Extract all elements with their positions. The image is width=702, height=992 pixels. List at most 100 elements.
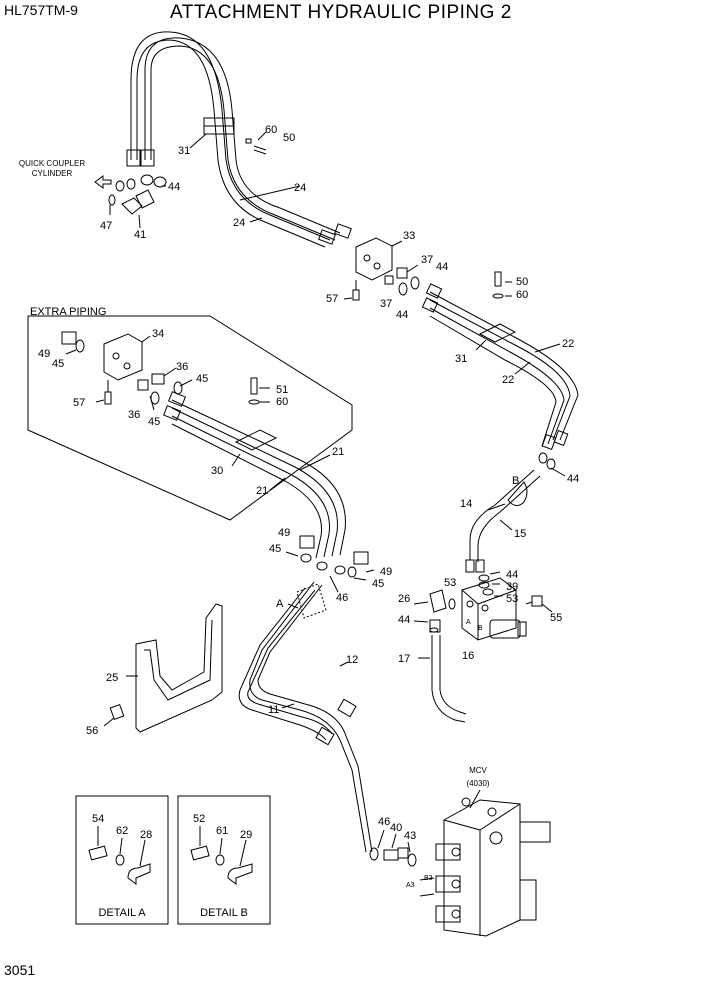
part-label-49-right: 49: [380, 566, 392, 578]
pipe-11-12-assembly: [238, 581, 373, 853]
fittings-mcv: [369, 829, 417, 867]
leader-21-upper: [299, 454, 331, 471]
part-label-44-mid: 44: [396, 309, 408, 321]
part-label-22-upper: 22: [562, 338, 574, 350]
leader-24-lower: [249, 217, 263, 223]
part-label-33: 33: [403, 230, 415, 242]
part-label-40: 40: [390, 822, 402, 834]
part-label-54: 54: [92, 813, 104, 825]
part-label-61: 61: [216, 825, 228, 837]
part-label-24-lower: 24: [233, 217, 245, 229]
part-label-57-left: 57: [73, 397, 85, 409]
part-label-26: 26: [398, 593, 410, 605]
quick-coupler-label-line-2: CYLINDER: [32, 169, 73, 178]
part-label-15: 15: [514, 528, 526, 540]
detail-b-box: [177, 795, 271, 925]
leader-22-upper: [534, 343, 561, 353]
model-number: HL757TM-9: [4, 2, 78, 18]
part-label-49-mid: 49: [278, 527, 290, 539]
part-label-52: 52: [193, 813, 205, 825]
part-label-50-top: 50: [283, 132, 295, 144]
page-number: 3051: [4, 962, 36, 978]
hose-17: [418, 635, 467, 723]
part-label-44-valve-1: 44: [506, 569, 518, 581]
part-label-21-lower: 21: [256, 485, 268, 497]
page-title: ATTACHMENT HYDRAULIC PIPING 2: [170, 2, 512, 23]
part-label-41: 41: [134, 229, 146, 241]
part-label-30: 30: [211, 465, 223, 477]
extra-piping-boundary: [27, 315, 353, 521]
part-label-34: 34: [152, 328, 164, 340]
cover-plate-25: [103, 603, 223, 733]
part-label-14: 14: [460, 498, 472, 510]
orings-44-right: [538, 452, 566, 477]
part-label-56: 56: [86, 725, 98, 737]
arrow-to-coupler-icon: [94, 175, 112, 189]
part-label-45-left: 45: [52, 358, 64, 370]
part-label-55: 55: [550, 612, 562, 624]
part-label-37-upper: 37: [421, 254, 433, 266]
part-label-45-lower: 45: [148, 416, 160, 428]
part-label-60-mid: 60: [276, 396, 288, 408]
fittings-mid: [285, 535, 375, 593]
part-label-12: 12: [346, 654, 358, 666]
part-label-16: 16: [462, 650, 474, 662]
leader-12: [339, 661, 349, 667]
detail-a-box: [75, 795, 169, 925]
leader-31-top: [189, 133, 207, 149]
port-a3-label: A3: [406, 882, 415, 889]
detail-b-label: DETAIL B: [200, 907, 248, 919]
part-label-37-lower: 37: [380, 298, 392, 310]
callout-b-label: B: [512, 475, 519, 487]
part-label-31-top: 31: [178, 145, 190, 157]
part-label-46-lower: 46: [378, 816, 390, 828]
callout-a-label: A: [276, 598, 284, 610]
part-label-49-left: 49: [38, 348, 50, 360]
mcv-label-line-1: MCV: [469, 766, 487, 775]
leader-21-lower: [269, 477, 286, 491]
part-label-39: 39: [506, 581, 518, 593]
valve-16: [413, 571, 553, 641]
hose-22-assembly: [421, 283, 579, 450]
leader-31-right: [475, 339, 487, 351]
leader-41: [138, 214, 141, 229]
port-b-label: B: [478, 625, 483, 632]
mcv-label-line-2: (4030): [466, 779, 489, 788]
block-34: [61, 331, 193, 411]
leader-22-lower: [514, 361, 531, 375]
part-label-51: 51: [276, 384, 288, 396]
part-label-60-right: 60: [516, 289, 528, 301]
part-label-45-mid: 45: [269, 543, 281, 555]
leader-11: [281, 703, 295, 709]
part-label-11: 11: [268, 704, 279, 716]
hose-14-15-assembly: [465, 469, 541, 573]
leader-33: [391, 240, 403, 247]
part-label-43: 43: [404, 830, 416, 842]
port-a-label: A: [466, 619, 471, 626]
detail-a-label: DETAIL A: [98, 907, 146, 919]
part-label-53-upper: 53: [444, 577, 456, 589]
part-label-29: 29: [240, 829, 252, 841]
clamp-30: [231, 377, 278, 467]
leader-57-upper: [343, 297, 353, 300]
part-label-36-upper: 36: [176, 361, 188, 373]
quick-coupler-fittings: [94, 174, 167, 229]
part-label-17: 17: [398, 653, 410, 665]
block-33: [343, 237, 420, 301]
hose-21-assembly: [162, 391, 346, 559]
part-label-22-lower: 22: [502, 374, 514, 386]
part-label-46-upper: 46: [336, 592, 348, 604]
part-label-45-right: 45: [372, 578, 384, 590]
annotation-labels: QUICK COUPLER CYLINDER EXTRA PIPING MCV …: [19, 159, 519, 919]
mcv-valve-body: [419, 789, 551, 937]
part-label-44-upper: 44: [436, 261, 448, 273]
part-label-62: 62: [116, 825, 128, 837]
leader-24-upper: [239, 185, 301, 201]
part-label-44-coupler: 44: [168, 181, 180, 193]
part-label-45-upper: 45: [196, 373, 208, 385]
part-label-24-upper: 24: [294, 182, 306, 194]
hose-24-assembly: [126, 31, 352, 248]
port-b3-label: B3: [424, 875, 433, 882]
